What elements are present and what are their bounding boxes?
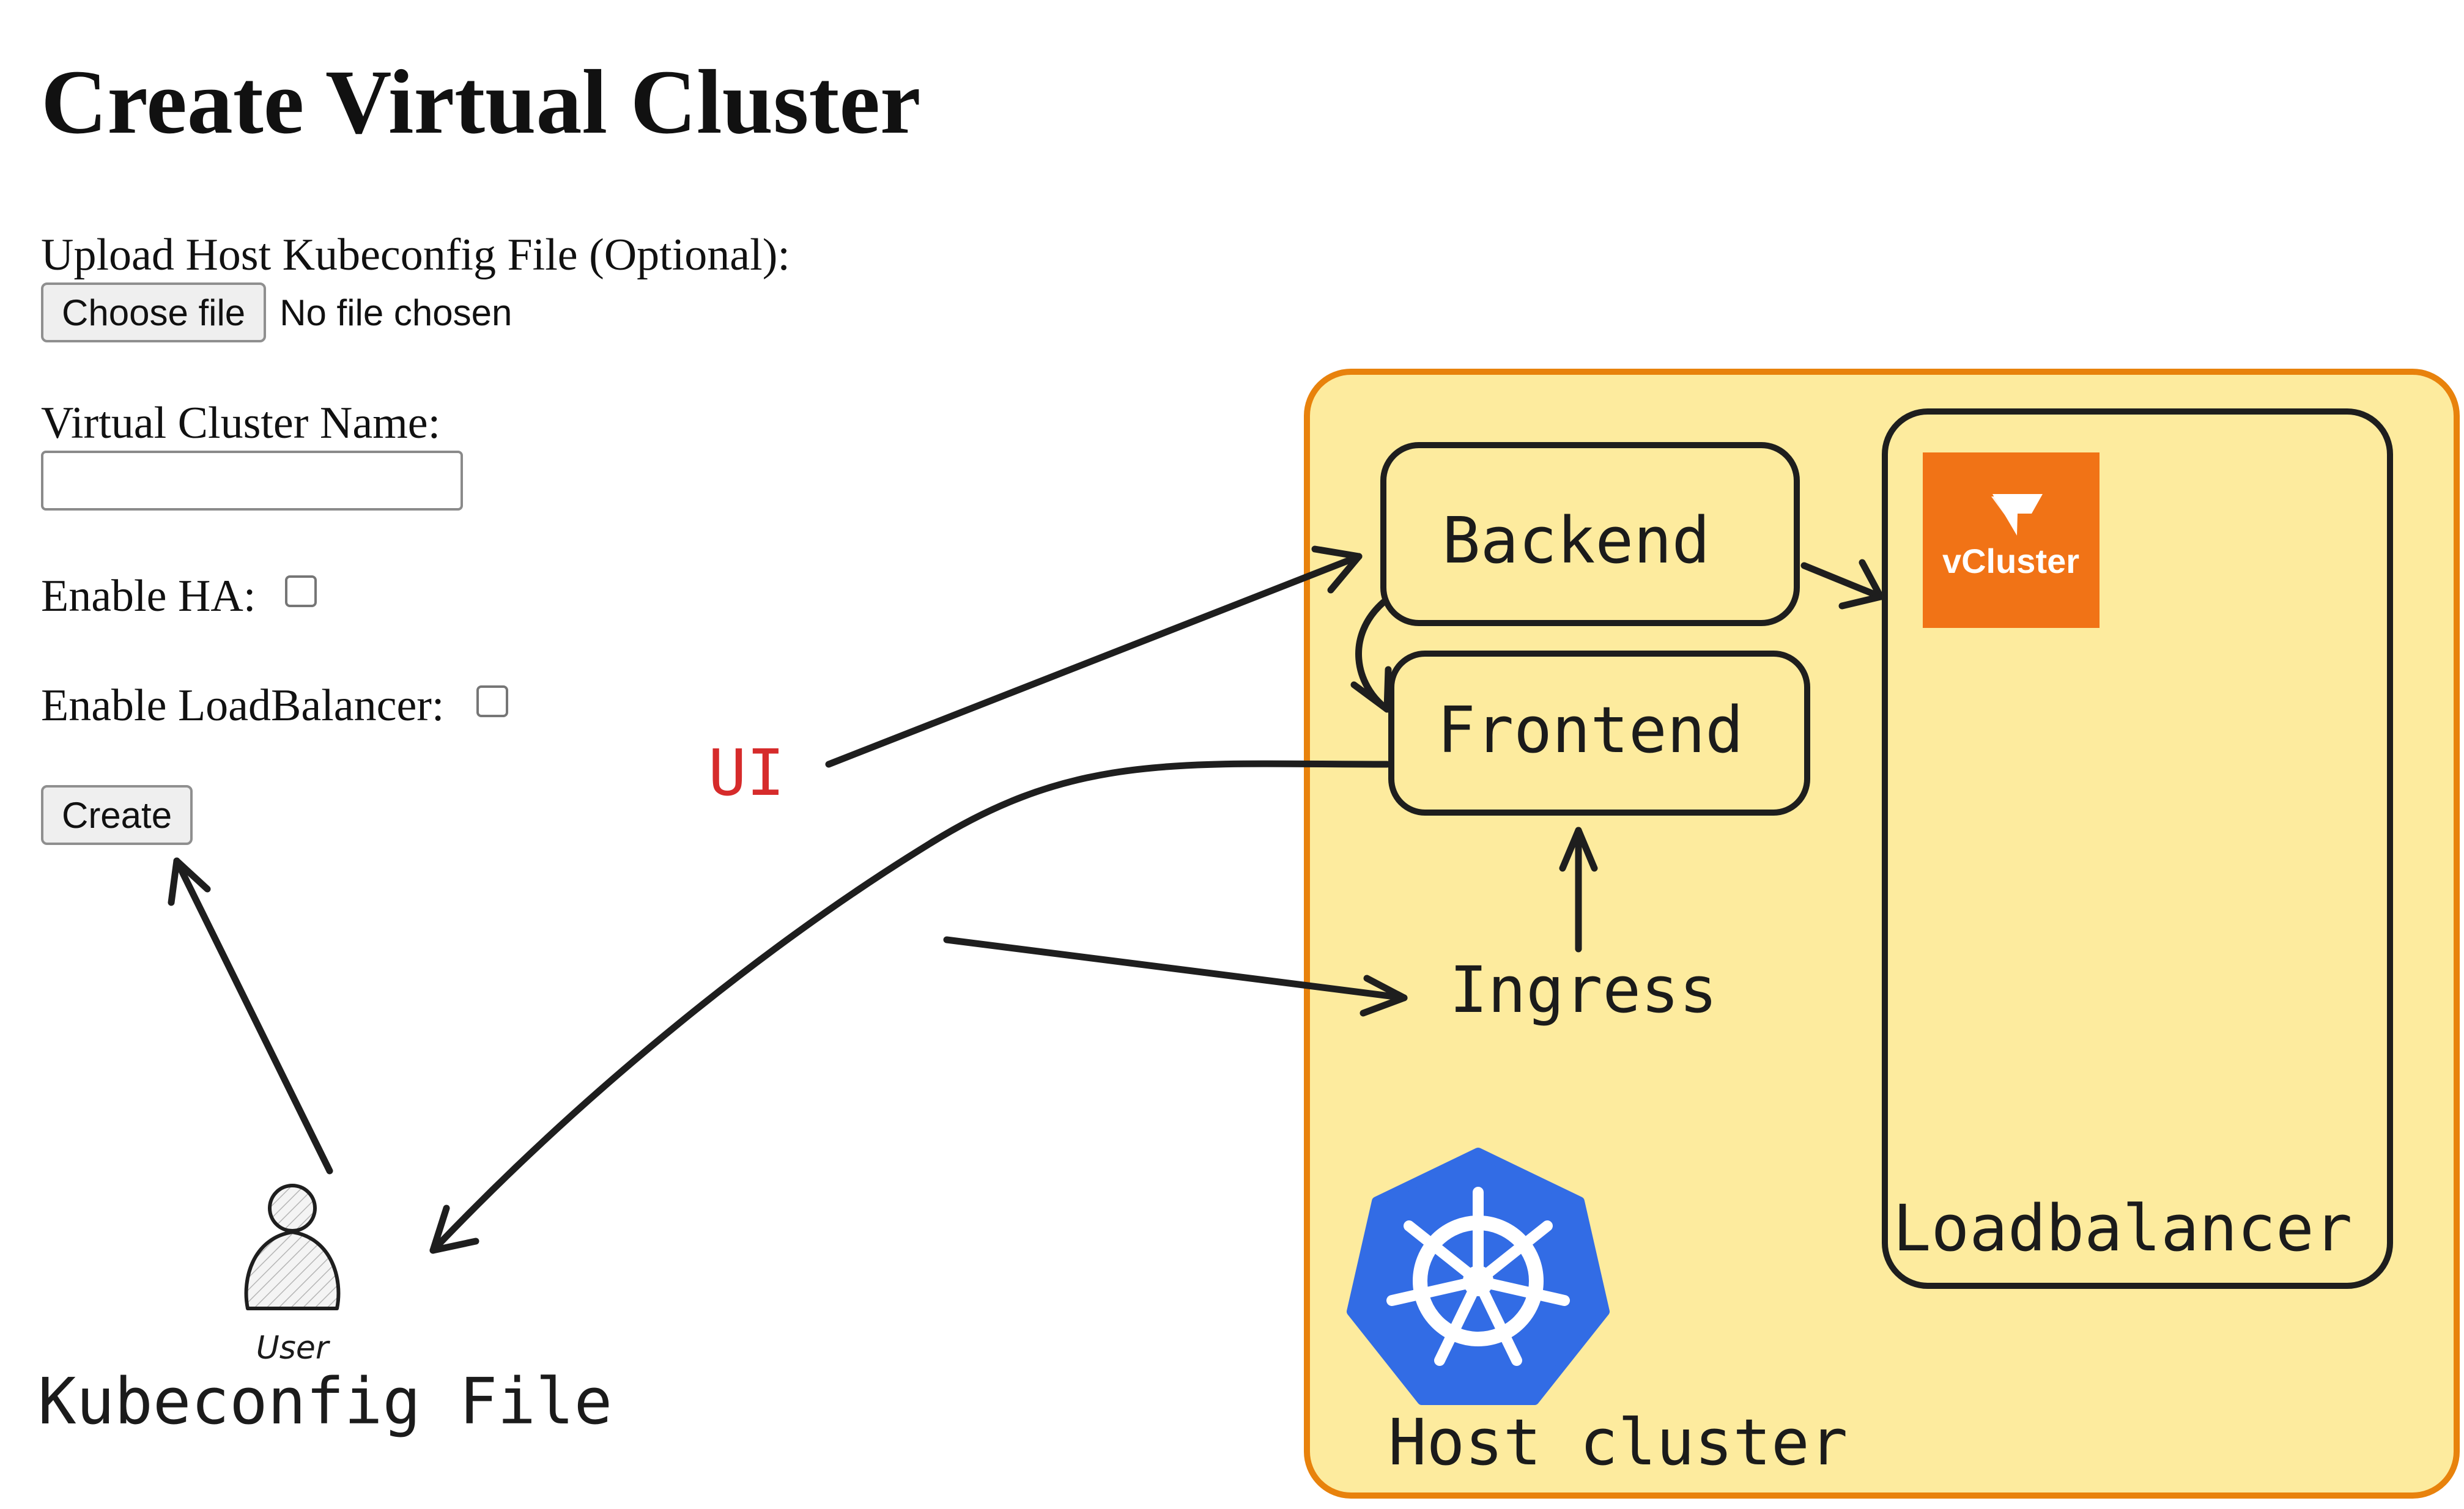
- enable-loadbalancer-label: Enable LoadBalancer:: [41, 681, 445, 731]
- loadbalancer-label: Loadbalancer: [1893, 1191, 2352, 1266]
- arrow-user-to-create: [168, 857, 333, 1175]
- create-button[interactable]: Create: [41, 785, 193, 845]
- kubernetes-icon: [1347, 1148, 1610, 1405]
- frontend-box: [1388, 651, 1810, 816]
- page-title: Create Virtual Cluster: [41, 51, 921, 153]
- enable-loadbalancer-checkbox[interactable]: [476, 685, 508, 717]
- file-status-text: No file chosen: [279, 292, 512, 333]
- arrow-backend-to-loadbalancer: [1800, 559, 1884, 610]
- arrow-backend-to-frontend: [1350, 599, 1392, 713]
- cluster-name-label: Virtual Cluster Name:: [41, 398, 441, 448]
- upload-kubeconfig-label: Upload Host Kubeconfig File (Optional):: [41, 230, 790, 280]
- choose-file-button[interactable]: Choose file: [41, 282, 267, 342]
- host-cluster-label: Host cluster: [1388, 1405, 1848, 1480]
- enable-ha-label: Enable HA:: [41, 571, 256, 621]
- file-upload-control: Choose file No file chosen: [41, 282, 512, 342]
- user-icon: [244, 1184, 341, 1310]
- arrow-ui-to-backend: [825, 545, 1363, 768]
- vcluster-logo-icon: vCluster: [1923, 452, 2100, 628]
- ingress-label: Ingress: [1449, 953, 1717, 1027]
- ui-label: UI: [708, 736, 785, 810]
- arrow-ingress-to-frontend: [1559, 827, 1598, 953]
- enable-ha-checkbox[interactable]: [285, 575, 317, 607]
- vcluster-logo-text: vCluster: [1942, 542, 2079, 580]
- frontend-label: Frontend: [1437, 693, 1744, 767]
- backend-box: [1380, 442, 1800, 626]
- user-label: User: [256, 1330, 331, 1367]
- kubeconfig-file-label: Kubeconfig File: [38, 1364, 612, 1439]
- loadbalancer-box: [1882, 408, 2393, 1289]
- arrow-to-ingress: [943, 936, 1408, 1017]
- arrow-frontend-to-kubeconfig: [429, 760, 1391, 1254]
- backend-label: Backend: [1442, 503, 1710, 578]
- cluster-name-input[interactable]: [41, 451, 463, 511]
- create-cluster-form: Create Virtual Cluster Upload Host Kubec…: [0, 0, 1223, 917]
